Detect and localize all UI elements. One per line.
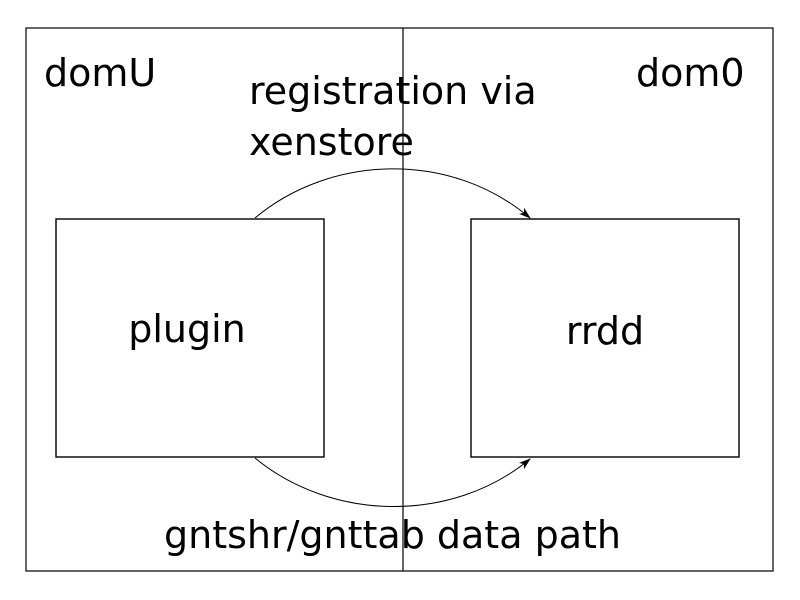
datapath-label: gntshr/gnttab data path xyxy=(164,513,621,557)
rrdd-box xyxy=(470,218,740,458)
registration-label-line2: xenstore xyxy=(249,120,414,164)
rrdd-label: rrdd xyxy=(566,309,644,353)
registration-label-line1: registration via xyxy=(249,69,537,113)
plugin-box xyxy=(55,218,325,458)
datapath-arrow xyxy=(254,457,531,507)
registration-arrow xyxy=(254,168,531,219)
domu-label: domU xyxy=(44,51,156,95)
plugin-label: plugin xyxy=(128,307,246,351)
outer-frame xyxy=(25,27,774,572)
dom0-label: dom0 xyxy=(636,51,745,95)
